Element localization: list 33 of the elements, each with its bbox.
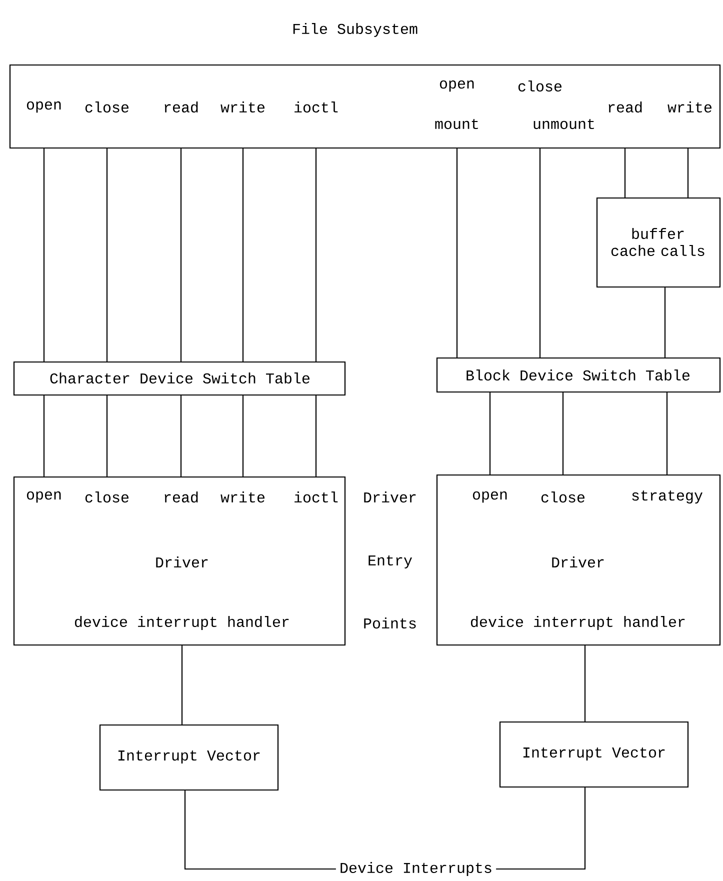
- switch-table-box: Block Device Switch Table: [436, 357, 721, 393]
- connector-line: [624, 148, 626, 198]
- connector-line: [106, 148, 108, 362]
- connector-line: [562, 392, 564, 474]
- file-subsystem-box: open close read write ioctl open close mount unmount read write: [9, 64, 721, 149]
- connector-line: [43, 396, 45, 476]
- driver-box: open close read write ioctl Driver device interrupt handler: [13, 476, 346, 646]
- connector-line: [666, 392, 668, 474]
- connector-line: [180, 148, 182, 362]
- interrupt-vector-box: Interrupt Vector: [499, 721, 689, 788]
- driver-box: open close strategy Driver device interrupt handler: [436, 474, 721, 646]
- side-label: Driver Entry Points: [364, 492, 416, 628]
- connector-line: [242, 396, 244, 476]
- connector-line: [180, 396, 182, 476]
- connector-line: [539, 148, 541, 358]
- connector-line: [489, 392, 491, 474]
- connector-line: [315, 148, 317, 362]
- connector-line: [106, 396, 108, 476]
- connector-line: [184, 790, 336, 870]
- connector-line: [315, 396, 317, 476]
- interrupt-vector-box: Interrupt Vector: [99, 724, 279, 791]
- connector-line: [181, 646, 183, 724]
- connector-line: [242, 148, 244, 362]
- connector-line: [664, 288, 666, 358]
- title: File Subsystem: [293, 23, 418, 37]
- connector-line: [456, 148, 458, 358]
- connector-line: [496, 788, 586, 870]
- connector-line: [687, 148, 689, 198]
- connector-line: [584, 646, 586, 722]
- buffer-cache-box: buffer cache calls: [596, 197, 721, 288]
- connector-line: [43, 148, 45, 362]
- edge-label: Device Interrupts: [336, 859, 496, 879]
- switch-table-box: Character Device Switch Table: [13, 361, 346, 396]
